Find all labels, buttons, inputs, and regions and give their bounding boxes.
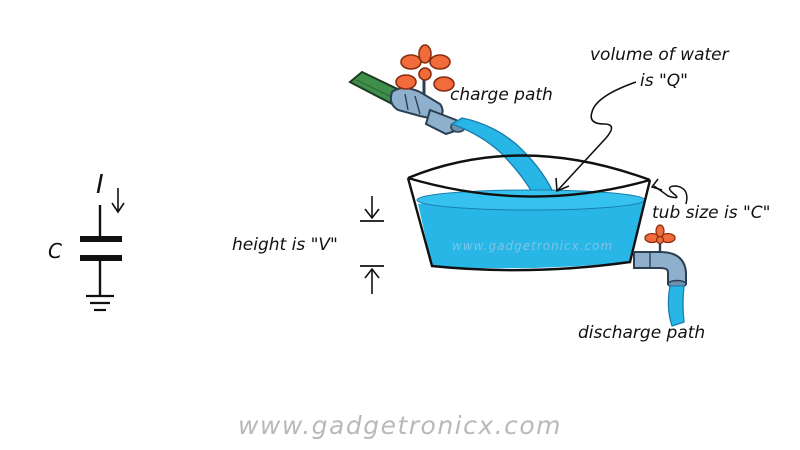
volume-label-line2: is "Q" [640,71,688,91]
water-tub: www.gadgetronicx.com [406,154,652,272]
tub-size-squiggle-arrow [650,178,688,205]
discharge-tap-handle-icon [644,224,676,252]
discharge-pipe [633,251,687,289]
tub-watermark: www.gadgetronicx.com [452,239,613,253]
discharge-path-label: discharge path [578,323,705,343]
footer-watermark: www.gadgetronicx.com [238,411,562,440]
charge-path-label: charge path [450,85,553,105]
capacitor-symbol: I C [48,170,125,312]
volume-label-line1: volume of water [590,45,730,65]
tub-size-label: tub size is "C" [652,203,771,223]
capacitance-label: C [48,239,62,263]
capacitor-plate-top [80,236,122,242]
ground-symbol [86,294,114,312]
charge-tap-handle-icon [395,44,455,94]
volume-pointer-arrow [555,81,637,193]
discharge-water-stream [667,285,685,327]
capacitor-plate-bottom [80,255,122,261]
current-arrow [111,188,125,214]
height-arrow-down [360,196,384,222]
height-label: height is "V" [232,235,338,255]
height-arrow-up [360,265,384,294]
current-label: I [96,170,104,200]
